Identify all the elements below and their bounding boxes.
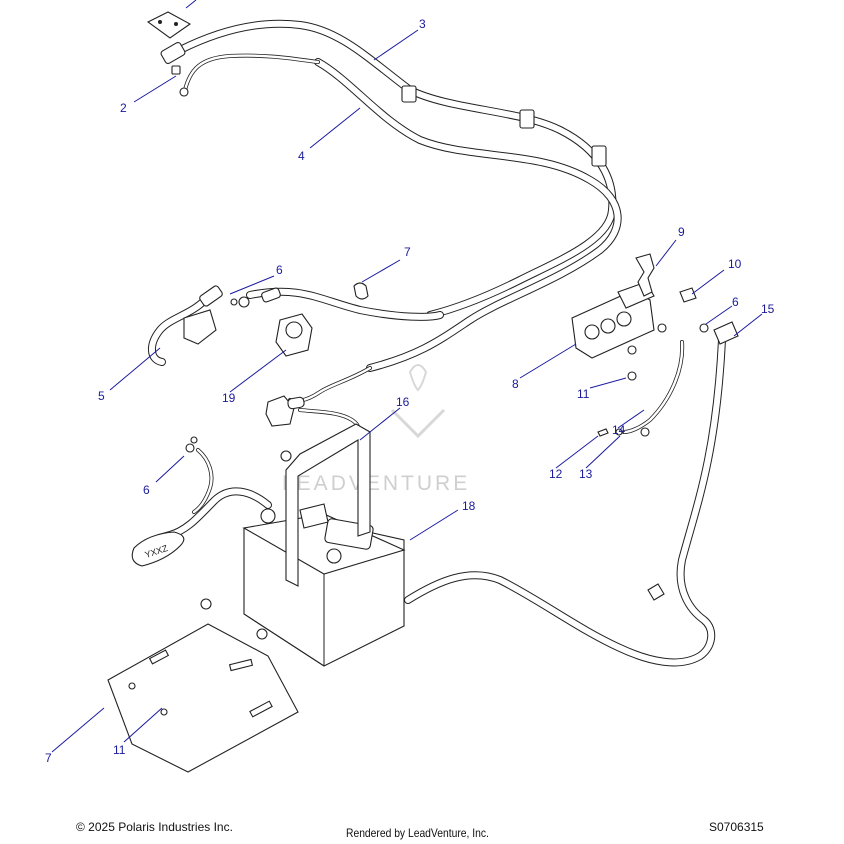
part-18-battery xyxy=(242,503,406,667)
part-15-battery-cable xyxy=(404,321,739,667)
callout-2: 2 xyxy=(120,101,127,115)
part-10-connector xyxy=(679,287,697,303)
cable-4-branch xyxy=(246,287,444,321)
watermark-text: LEADVENTURE xyxy=(282,472,470,495)
callout-18: 18 xyxy=(462,499,476,513)
part-5-cable-assembly xyxy=(148,285,223,366)
callout-11-upper: 11 xyxy=(577,387,590,401)
part-8-junction-block xyxy=(571,281,655,359)
cable-3 xyxy=(176,19,617,319)
rendered-by-text: Rendered by LeadVenture, Inc. xyxy=(346,826,489,840)
part-9-bracket xyxy=(635,253,655,297)
callout-11-lower: 11 xyxy=(113,743,126,757)
callout-3: 3 xyxy=(419,17,426,31)
callout-13: 13 xyxy=(579,467,593,481)
part-16-hold-down xyxy=(285,423,371,587)
callout-15: 15 xyxy=(761,302,775,316)
wire-2 xyxy=(183,53,320,92)
leadventure-watermark: LEADVENTURE xyxy=(282,364,470,495)
callout-10: 10 xyxy=(728,257,742,271)
leader-lines xyxy=(51,0,763,753)
part-2-terminal xyxy=(171,65,189,97)
callout-6-right: 6 xyxy=(732,295,739,309)
diagram-id: S0706315 xyxy=(709,820,764,834)
part-19-relay xyxy=(238,287,313,357)
callout-7-upper: 7 xyxy=(404,245,411,259)
callout-6-upper-left: 6 xyxy=(276,263,283,277)
callout-5: 5 xyxy=(98,389,105,403)
callout-9: 9 xyxy=(678,225,685,239)
fasteners xyxy=(185,298,709,640)
part-7-clip-upper xyxy=(353,282,369,300)
callout-8: 8 xyxy=(512,377,519,391)
callouts: 2 3 4 5 6 6 6 7 7 8 9 10 11 11 12 13 14 … xyxy=(45,17,775,765)
cable-clips xyxy=(401,85,607,167)
callout-19: 19 xyxy=(222,391,236,405)
callout-7-lower: 7 xyxy=(45,751,52,765)
callout-4: 4 xyxy=(298,149,305,163)
part-13-ground-wire xyxy=(622,340,685,434)
copyright-text: © 2025 Polaris Industries Inc. xyxy=(76,820,233,834)
battery-negative-cable: YXXZ xyxy=(131,448,272,567)
callout-14: 14 xyxy=(612,423,626,437)
part-1-plate xyxy=(146,11,192,65)
callout-6-lower-left: 6 xyxy=(143,483,150,497)
callout-12: 12 xyxy=(549,467,563,481)
fuse-lead-wire xyxy=(265,366,372,434)
cable-4 xyxy=(314,58,622,372)
callout-16: 16 xyxy=(396,395,410,409)
part-7-battery-tray xyxy=(107,623,299,773)
